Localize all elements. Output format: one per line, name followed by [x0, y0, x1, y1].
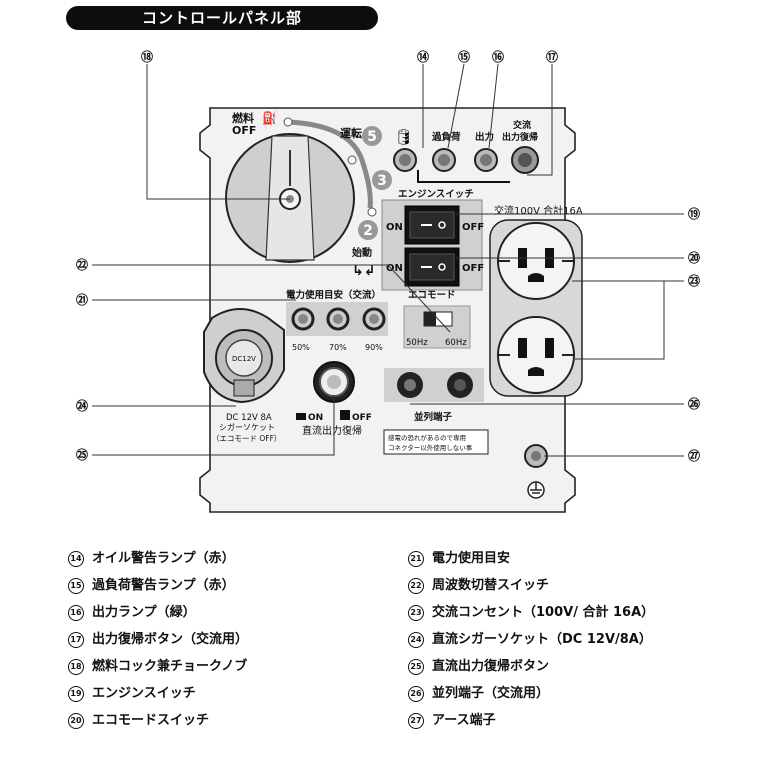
step-2-badge: 2 [358, 220, 378, 240]
callout-14: ⑭ [417, 49, 429, 64]
dc-rating-label: DC 12V 8A [226, 413, 272, 423]
power-lamp-70 [326, 307, 350, 331]
oil-warning-lamp [393, 148, 417, 172]
warning-box [383, 429, 489, 455]
warning-line-2: コネクター以外使用しない事 [388, 443, 473, 452]
dc-reset-label: 直流出力復帰 [302, 424, 362, 437]
callout-21: ㉑ [76, 292, 88, 307]
earth-terminal[interactable] [524, 444, 548, 468]
warning-line-1: 感電の恐れがあるので専用 [388, 433, 466, 442]
callout-23: ㉓ [688, 273, 700, 288]
engine-switch[interactable] [404, 205, 460, 245]
output-label: 出力 [475, 131, 494, 143]
dc-on-icon [296, 413, 306, 420]
ac-outlet-top[interactable] [497, 222, 575, 300]
dc-output-reset-button[interactable] [313, 361, 355, 403]
control-panel-diagram: 燃料 ⛽ OFF 運転 5 3 2 🛢 過負荷 出力 交流 出力復帰 エンジンス… [76, 49, 700, 513]
step-3-badge: 3 [372, 170, 392, 190]
fuel-label: 燃料 [231, 111, 254, 125]
oil-can-icon: 🛢 [394, 128, 413, 146]
run-label: 運転 [340, 126, 362, 140]
pct-50-label: 50% [292, 343, 310, 352]
fuel-pump-icon: ⛽ [262, 111, 277, 125]
callout-20: ⑳ [688, 250, 700, 265]
callout-27: ㉗ [688, 448, 700, 463]
start-arrow-icon: ↳↲ [352, 263, 375, 279]
pct-90-label: 90% [365, 343, 383, 352]
ac-outlet-bottom[interactable] [497, 316, 575, 394]
callout-18: ⑱ [141, 49, 153, 64]
ac-reset-label-2: 出力復帰 [502, 131, 538, 143]
ac-reset-label-1: 交流 [513, 119, 531, 131]
power-meter-label: 電力使用目安（交流） [286, 289, 381, 301]
eco-on-label: ON [386, 263, 403, 274]
callout-26: ㉖ [688, 396, 700, 411]
frequency-switch[interactable] [423, 311, 453, 327]
overload-label: 過負荷 [431, 131, 461, 143]
dc-socket-label: シガーソケット [219, 422, 275, 432]
output-lamp [474, 148, 498, 172]
eco-mode-switch[interactable] [404, 247, 460, 287]
ac-output-reset-button[interactable] [511, 146, 539, 174]
parallel-terminal-label: 並列端子 [414, 411, 453, 423]
callout-16: ⑯ [492, 49, 504, 64]
dc-eco-note: （エコモード OFF） [212, 434, 281, 443]
svg-text:2: 2 [363, 223, 373, 239]
section-title: コントロールパネル部 [66, 6, 378, 30]
fuel-choke-knob[interactable] [225, 133, 355, 263]
dc-off-label: OFF [352, 413, 372, 423]
outlet-rating-label: 交流100V 合計16A [494, 204, 583, 217]
parallel-terminal-right[interactable] [447, 372, 473, 398]
overload-warning-lamp [432, 148, 456, 172]
svg-text:5: 5 [367, 129, 377, 145]
callout-24: ㉔ [76, 398, 88, 413]
eco-mode-label: エコモード [408, 290, 456, 301]
callout-15: ⑮ [458, 49, 470, 64]
power-lamp-90 [362, 307, 386, 331]
engine-on-label: ON [386, 222, 403, 233]
parallel-terminal-left[interactable] [397, 372, 423, 398]
svg-text:3: 3 [377, 173, 387, 189]
pct-70-label: 70% [329, 343, 347, 352]
hz-50-label: 50Hz [406, 338, 428, 348]
callout-25: ㉕ [76, 447, 88, 462]
svg-text:DC12V: DC12V [232, 355, 256, 363]
hz-60-label: 60Hz [445, 338, 467, 348]
step-5-badge: 5 [362, 126, 382, 146]
dc-on-label: ON [308, 413, 323, 423]
power-lamp-50 [291, 307, 315, 331]
callout-22: ㉒ [76, 257, 88, 272]
dc-cigar-socket[interactable]: DC12V [203, 308, 285, 404]
dc-off-icon [340, 410, 350, 420]
callout-17: ⑰ [546, 49, 558, 64]
ground-icon [527, 481, 545, 499]
leader-lines [92, 63, 684, 457]
engine-off-label: OFF [462, 222, 484, 233]
eco-off-label: OFF [462, 263, 484, 274]
callout-19: ⑲ [688, 206, 700, 221]
start-label: 始動 [352, 246, 372, 259]
engine-switch-label: エンジンスイッチ [398, 189, 474, 200]
fuel-off-label: OFF [232, 124, 256, 137]
